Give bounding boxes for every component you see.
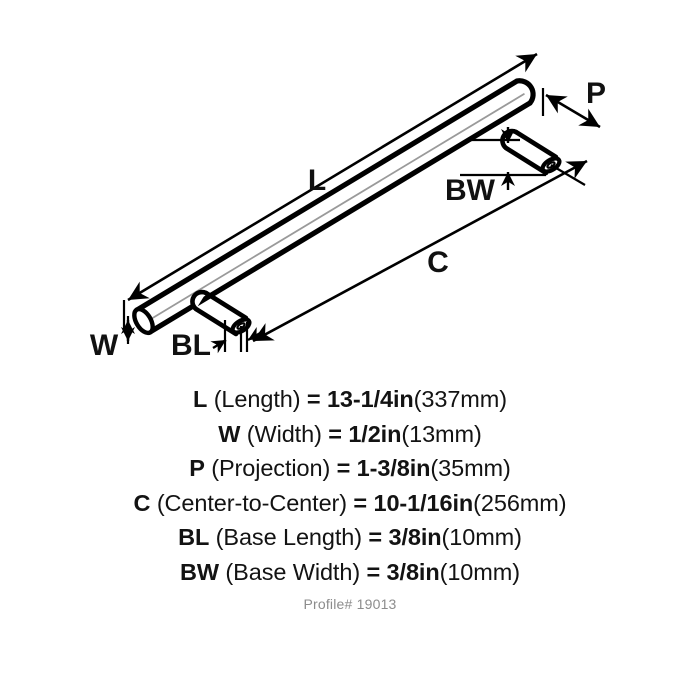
diagram-svg: L W P C: [90, 52, 606, 362]
spec-value-mm: (256mm): [473, 489, 567, 516]
projection-dimension-line: [545, 93, 601, 129]
spec-equals: =: [366, 558, 387, 585]
spec-value-mm: (10mm): [439, 558, 520, 585]
bar-highlight-line: [145, 93, 525, 323]
bar-left-end-cap: [132, 306, 155, 336]
spec-equals: =: [328, 420, 349, 447]
spec-abbr: BL: [178, 524, 210, 550]
handle-dimension-diagram: L W P C: [90, 52, 606, 362]
spec-value-in: 1/2in: [348, 420, 402, 447]
spec-abbr: W: [218, 420, 241, 447]
projection-callout-label: P: [586, 77, 606, 110]
dimension-spec-list: L (Length) = 13-1/4in(337mm) W (Width) =…: [0, 382, 700, 589]
ctc-dimension-line: [252, 159, 588, 343]
spec-row-base-width: BW (Base Width) = 3/8in(10mm): [0, 555, 700, 590]
spec-row-length: L (Length) = 13-1/4in(337mm): [0, 382, 700, 417]
bl-left-arrow: [210, 338, 227, 354]
spec-row-width: W (Width) = 1/2in(13mm): [0, 417, 700, 452]
width-callout-label: W: [90, 329, 119, 362]
left-post-upper-edge: [203, 290, 249, 321]
spec-abbr: C: [133, 489, 151, 516]
spec-value-in: 1-3/8in: [356, 455, 431, 481]
spec-row-base-length: BL (Base Length) = 3/8in(10mm): [0, 520, 700, 555]
base-width-callout-label: BW: [445, 174, 496, 207]
left-post-lower-edge: [193, 306, 239, 337]
spec-equals: =: [353, 489, 374, 516]
bar-front-edge: [147, 100, 533, 335]
spec-name: (Projection): [204, 455, 337, 481]
base-width-dimension: BW: [445, 127, 546, 207]
length-callout-label: L: [308, 164, 326, 197]
spec-value-mm: (337mm): [413, 386, 507, 412]
spec-row-center-to-center: C (Center-to-Center) = 10-1/16in(256mm): [0, 486, 700, 521]
spec-value-mm: (13mm): [401, 420, 482, 447]
spec-value-in: 3/8in: [388, 524, 442, 550]
spec-equals: =: [306, 386, 327, 412]
spec-equals: =: [336, 455, 357, 481]
spec-abbr: P: [189, 455, 205, 481]
spec-equals: =: [368, 524, 389, 550]
spec-value-mm: (10mm): [441, 524, 522, 550]
bar-right-end-cap: [514, 78, 536, 106]
spec-name: (Width): [240, 420, 329, 447]
spec-value-in: 10-1/16in: [373, 489, 474, 516]
center-to-center-callout-label: C: [427, 246, 449, 279]
ctc-right-extension: [550, 164, 586, 186]
width-dimension: W: [90, 316, 135, 362]
spec-row-projection: P (Projection) = 1-3/8in(35mm): [0, 451, 700, 486]
spec-name: (Base Width): [219, 558, 367, 585]
spec-name: (Length): [207, 386, 307, 412]
projection-dimension: P: [545, 77, 606, 129]
spec-abbr: BW: [180, 558, 219, 585]
spec-value-mm: (35mm): [430, 455, 511, 481]
spec-value-in: 3/8in: [386, 558, 440, 585]
spec-name: (Center-to-Center): [150, 489, 354, 516]
right-post-upper-edge: [513, 129, 559, 160]
right-mounting-post: [500, 128, 562, 176]
base-length-callout-label: BL: [171, 329, 211, 362]
bl-right-arrow: [247, 326, 264, 342]
spec-abbr: L: [193, 386, 208, 412]
profile-number-label: Profile# 19013: [303, 596, 397, 612]
right-post-lower-edge: [503, 145, 549, 176]
base-length-dimension: BL: [171, 320, 264, 362]
spec-value-in: 13-1/4in: [326, 386, 414, 412]
center-to-center-dimension: C: [239, 159, 588, 352]
spec-name: (Base Length): [209, 524, 369, 550]
